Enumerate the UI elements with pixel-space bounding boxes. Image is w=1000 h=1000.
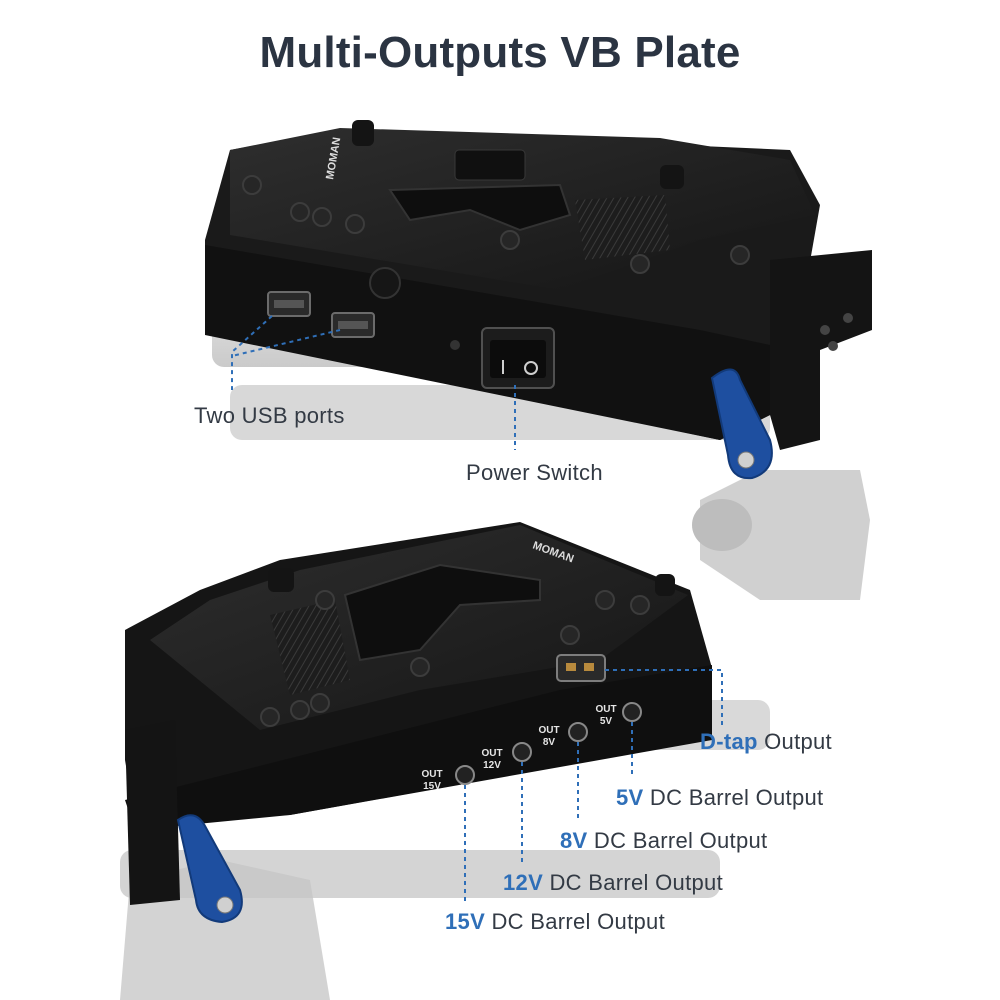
- dc-port-15v: [455, 765, 475, 785]
- vent-grille: [575, 195, 670, 260]
- top-plate-assembly: [205, 120, 872, 600]
- dc-port-12v: [512, 742, 532, 762]
- d-tap-port: [556, 654, 606, 682]
- plate-pin: [352, 120, 374, 146]
- callout-text: DC Barrel Output: [485, 909, 665, 934]
- lever-screw: [216, 896, 234, 914]
- lever-screw: [737, 451, 755, 469]
- dc-port-5v: [622, 702, 642, 722]
- power-switch-rocker: [490, 340, 546, 378]
- callout-accent: 12V: [503, 870, 544, 895]
- callout-text: DC Barrel Output: [587, 828, 768, 853]
- v-mount-latch: [454, 149, 526, 181]
- callout-12v: 12V DC Barrel Output: [503, 870, 723, 896]
- callout-d-tap: D-tap Output: [700, 729, 832, 755]
- callout-accent: 15V: [445, 909, 486, 934]
- locking-knob: [369, 267, 401, 299]
- tripod-knob: [692, 499, 752, 551]
- usb-port-tongue: [274, 300, 304, 308]
- rod-clamp: [770, 250, 872, 450]
- callout-lines-top: [231, 315, 516, 450]
- callout-lines-bottom: [464, 669, 723, 902]
- callout-accent: 5V: [616, 785, 644, 810]
- page-title: Multi-Outputs VB Plate: [259, 28, 741, 77]
- usb-port-tongue: [338, 321, 368, 329]
- plate-pin: [660, 165, 684, 189]
- blue-lever: [710, 368, 773, 480]
- callout-8v: 8V DC Barrel Output: [560, 828, 767, 854]
- callout-text: Output: [757, 729, 832, 754]
- vent-grille: [270, 600, 350, 695]
- bottom-plate-assembly: [120, 522, 770, 1000]
- rod-clamp: [125, 720, 180, 905]
- callout-usb-ports: Two USB ports: [194, 403, 345, 428]
- callout-accent: D-tap: [700, 729, 758, 754]
- callout-power-switch: Power Switch: [466, 460, 603, 485]
- tripod-head: [700, 470, 870, 600]
- power-off-mark: [524, 361, 538, 375]
- v-mount-lock: [343, 563, 541, 662]
- plate-front-face: [125, 665, 712, 830]
- dc-port-8v: [568, 722, 588, 742]
- screw-hole: [450, 340, 460, 350]
- callout-text: DC Barrel Output: [543, 870, 723, 895]
- plate-pin: [655, 574, 675, 596]
- blue-lever: [176, 814, 243, 924]
- callout-5v: 5V DC Barrel Output: [616, 785, 823, 811]
- v-mount-lock: [388, 183, 572, 232]
- callout-text: DC Barrel Output: [643, 785, 824, 810]
- callout-accent: 8V: [560, 828, 588, 853]
- callout-15v: 15V DC Barrel Output: [445, 909, 665, 935]
- rig-rod: [120, 850, 720, 898]
- plate-pin: [268, 568, 294, 592]
